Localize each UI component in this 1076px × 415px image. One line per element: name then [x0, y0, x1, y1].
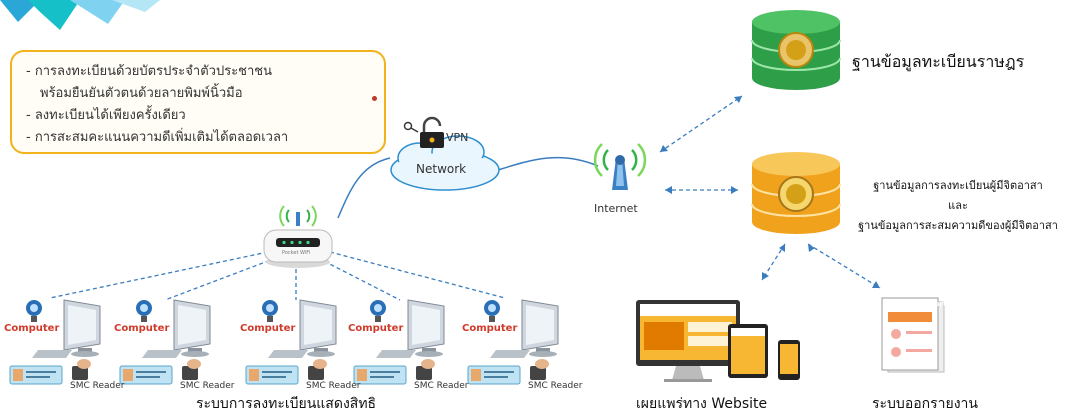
workstation — [467, 299, 559, 385]
computer-label: Computer — [114, 323, 170, 334]
webcam-icon — [484, 300, 500, 322]
monitor-icon — [407, 299, 445, 357]
website-devices-icon — [636, 300, 800, 382]
workstations-layer — [9, 299, 559, 385]
workstation — [119, 299, 211, 385]
computer-label: Computer — [240, 323, 296, 334]
keyboard-icon — [490, 350, 530, 358]
deco-shape — [70, 0, 125, 24]
line-db-report — [807, 243, 881, 289]
notes-box: - การลงทะเบียนด้วยบัตรประจำตัวประชาชน พร… — [10, 50, 386, 154]
monitor-icon — [299, 299, 337, 357]
smc-reader-icon — [416, 359, 435, 380]
lock-icon — [420, 116, 444, 148]
line-network-internet — [497, 156, 599, 171]
note-line-1: - การลงทะเบียนด้วยบัตรประจำตัวประชาชน — [26, 64, 273, 79]
pocket-wifi-label: Pocket WiFi — [282, 250, 311, 256]
smc-reader-label: SMC Reader — [414, 381, 469, 391]
deco-shape — [112, 0, 160, 12]
smc-reader-label: SMC Reader — [528, 381, 583, 391]
computer-label: Computer — [462, 323, 518, 334]
network-label: Network — [416, 162, 467, 176]
volunteer-database-icon — [751, 152, 841, 234]
line-wifi-network — [337, 157, 391, 219]
volunteer-database-label: ฐานข้อมูลการลงทะเบียนผู้มีจิตอาสา และ ฐา… — [846, 176, 1070, 236]
note-line-4: - การสะสมคะแนนความดีเพิ่มเติมได้ตลอดเวลา — [26, 130, 289, 145]
caption-report-system: ระบบออกรายงาน — [872, 396, 978, 412]
keyboard-icon — [268, 350, 308, 358]
note-line-2: พร้อมยืนยันตัวตนด้วยลายพิมพ์นิ้วมือ — [40, 86, 243, 101]
internet-label: Internet — [594, 202, 638, 215]
id-card-icon — [467, 365, 521, 385]
report-label: Sample Report — [888, 300, 947, 308]
arrow-head — [660, 145, 668, 152]
vpn-label: VPN — [446, 131, 469, 144]
line-wifi-ws1 — [49, 251, 269, 299]
smc-reader-label: SMC Reader — [180, 381, 235, 391]
id-card-icon — [353, 365, 407, 385]
arrow-head — [731, 186, 738, 194]
volunteer-db-line-1: ฐานข้อมูลการลงทะเบียนผู้มีจิตอาสา — [873, 179, 1043, 192]
monitor-icon — [173, 299, 211, 357]
webcam-icon — [26, 300, 42, 322]
smc-reader-icon — [308, 359, 327, 380]
smc-reader-label: SMC Reader — [70, 381, 125, 391]
line-db-website — [761, 243, 786, 281]
arrow-head — [808, 244, 815, 252]
workstation — [245, 299, 337, 385]
arrow-head — [734, 96, 742, 103]
volunteer-db-line-3: ฐานข้อมูลการสะสมความดีของผู้มีจิตอาสา — [858, 219, 1058, 232]
line-wifi-ws4 — [317, 257, 401, 301]
caption-registration-system: ระบบการลงทะเบียนแสดงสิทธิ — [196, 396, 377, 412]
arrow-head — [872, 281, 880, 288]
smc-reader-icon — [530, 359, 549, 380]
webcam-icon — [262, 300, 278, 322]
workstation — [353, 299, 445, 385]
cloud-icon — [390, 135, 500, 191]
antenna-icon — [593, 143, 647, 190]
line-wifi-ws2 — [164, 257, 277, 301]
report-icon — [881, 297, 945, 373]
caption-website: เผยแพร่ทาง Website — [636, 396, 768, 412]
id-card-icon — [119, 365, 173, 385]
webcam-icon — [136, 300, 152, 322]
deco-shape — [0, 0, 40, 22]
id-card-icon — [9, 365, 63, 385]
webcam-icon — [370, 300, 386, 322]
smc-reader-icon — [72, 359, 91, 380]
bullet-dot — [372, 96, 377, 101]
arrow-head — [779, 244, 785, 252]
keyboard-icon — [142, 350, 182, 358]
keyboard-icon — [376, 350, 416, 358]
deco-shape — [28, 0, 80, 30]
note-line-3: - ลงทะเบียนได้เพียงครั้งเดียว — [26, 108, 186, 123]
computer-label: Computer — [4, 323, 60, 334]
smc-reader-label: SMC Reader — [306, 381, 361, 391]
volunteer-db-line-2: และ — [948, 199, 968, 212]
line-internet-civil-db — [659, 95, 743, 153]
workstation — [9, 299, 101, 385]
monitor-icon — [521, 299, 559, 357]
key-icon — [403, 121, 419, 133]
monitor-icon — [63, 299, 101, 357]
computer-label: Computer — [348, 323, 404, 334]
civil-database-label: ฐานข้อมูลทะเบียนราษฎร — [852, 52, 1025, 71]
line-wifi-ws5 — [329, 251, 506, 299]
arrow-head — [762, 272, 769, 280]
id-card-icon — [245, 365, 299, 385]
smc-reader-icon — [182, 359, 201, 380]
arrow-head — [665, 186, 672, 194]
civil-database-icon — [751, 10, 841, 90]
pocket-wifi-icon — [263, 205, 333, 268]
keyboard-icon — [32, 350, 72, 358]
